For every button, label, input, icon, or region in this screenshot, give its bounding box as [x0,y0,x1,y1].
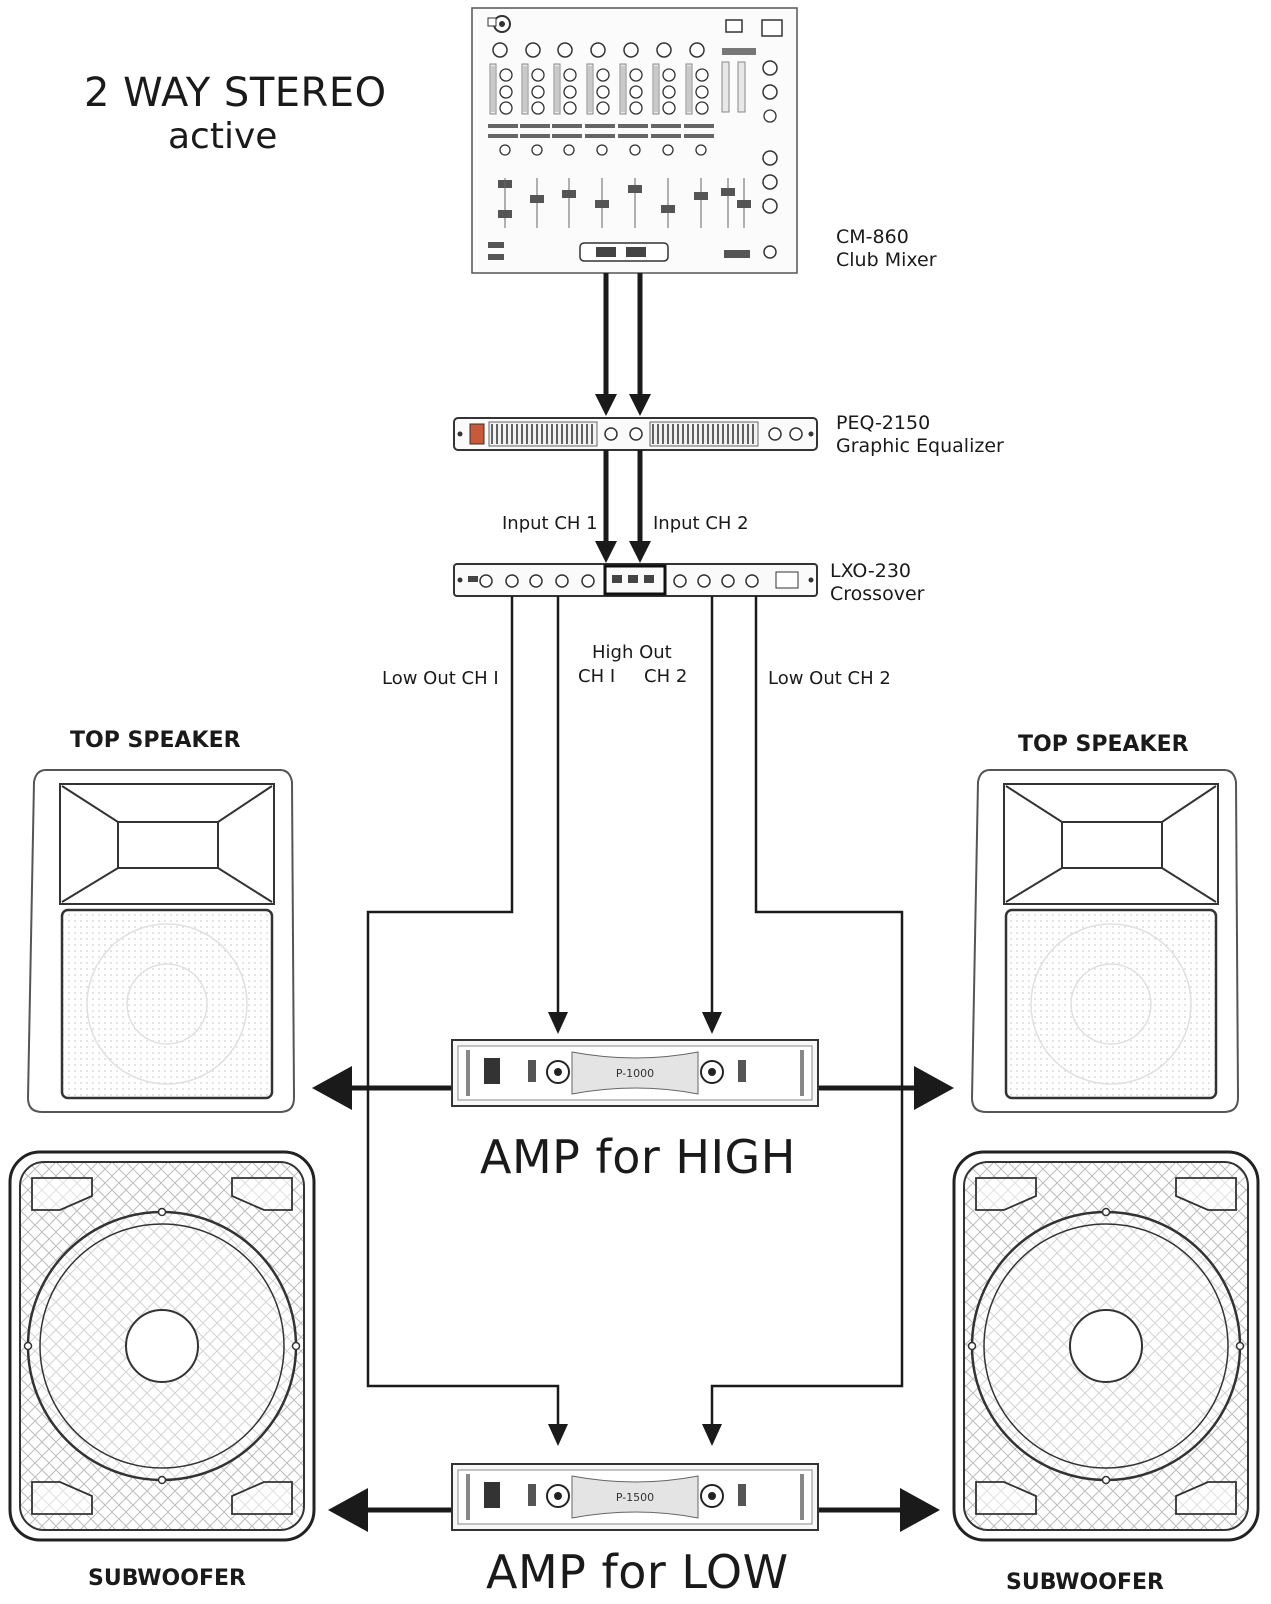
crossover-model: LXO-230 [830,560,911,582]
amp-low-device: P-1500 [451,1463,819,1531]
amp-high-label: AMP for HIGH [480,1130,796,1184]
high-out-label: High Out [592,642,672,663]
top-speaker-right-label: TOP SPEAKER [1018,732,1189,757]
crossover-knobs [479,574,759,588]
mixer-model: CM-860 [836,226,909,248]
subwoofer-left-label: SUBWOOFER [88,1566,246,1591]
top-speaker-left-label: TOP SPEAKER [70,728,241,753]
low-out-ch2-label: Low Out CH 2 [768,668,891,689]
diagram-subtitle: active [168,116,278,157]
subwoofer-right-label: SUBWOOFER [1006,1570,1164,1595]
top-speaker-left [26,769,296,1113]
amp-low-label: AMP for LOW [486,1545,789,1599]
input-ch1-label: Input CH 1 [502,513,598,534]
mixer-label: CM-860 Club Mixer [836,226,937,272]
crossover-label: LXO-230 Crossover [830,560,924,606]
mixer-channel-strips [487,17,778,259]
equalizer-type: Graphic Equalizer [836,435,1004,457]
amp-high-device: P-1000 [451,1039,819,1107]
signal-cables [348,273,918,1513]
equalizer-sliders [491,424,754,444]
mixer-device [471,7,798,274]
top-speaker-right [970,769,1240,1113]
amp-low-model: P-1500 [616,1491,654,1504]
diagram-title: 2 WAY STEREO [84,70,387,116]
mixer-type: Club Mixer [836,249,937,271]
arrowheads [312,394,954,1532]
input-ch2-label: Input CH 2 [653,513,749,534]
subwoofer-left [8,1150,316,1542]
low-out-ch1-label: Low Out CH I [382,668,499,689]
crossover-device [453,563,818,597]
equalizer-device [453,417,818,451]
high-out-ch2-label: CH 2 [644,666,688,687]
subwoofer-right [952,1150,1260,1542]
high-out-ch1-label: CH I [578,666,616,687]
equalizer-model: PEQ-2150 [836,412,931,434]
equalizer-label: PEQ-2150 Graphic Equalizer [836,412,1004,458]
crossover-type: Crossover [830,583,925,605]
amp-high-model: P-1000 [616,1067,654,1080]
